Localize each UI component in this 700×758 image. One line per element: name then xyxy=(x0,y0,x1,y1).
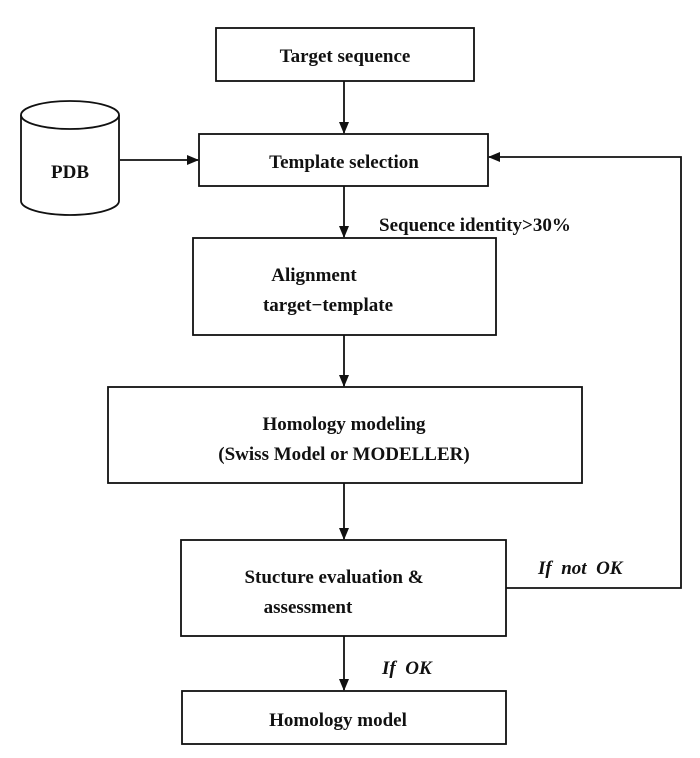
node-target-sequence-label: Target sequence xyxy=(280,46,411,67)
node-homology-modeling: Homology modeling (Swiss Model or MODELL… xyxy=(107,386,583,484)
node-structure-evaluation-label-line2: assessment xyxy=(264,597,353,618)
edge-label-if-not-ok: If not OK xyxy=(537,558,624,579)
node-structure-evaluation: Stucture evaluation & assessment xyxy=(180,539,507,637)
node-template-selection: Template selection xyxy=(198,133,489,187)
node-alignment-label-line2: target−template xyxy=(263,295,393,316)
node-pdb-database: PDB xyxy=(20,100,120,216)
node-homology-model: Homology model xyxy=(181,690,507,745)
node-pdb-label: PDB xyxy=(51,162,89,183)
node-structure-evaluation-label-line1: Stucture evaluation & xyxy=(244,567,423,588)
node-alignment-label-line1: Alignment xyxy=(271,265,357,286)
node-homology-model-label: Homology model xyxy=(269,710,407,731)
node-alignment: Alignment target−template xyxy=(192,237,497,336)
edge-feedback-if-not-ok xyxy=(488,152,682,589)
edge-label-if-ok: If OK xyxy=(381,658,433,679)
node-homology-modeling-label-line1: Homology modeling xyxy=(262,414,426,435)
node-template-selection-label: Template selection xyxy=(269,152,419,173)
edge-label-sequence-identity: Sequence identity>30% xyxy=(379,215,571,236)
node-homology-modeling-label-line2: (Swiss Model or MODELLER) xyxy=(218,444,469,465)
node-target-sequence: Target sequence xyxy=(215,27,475,82)
